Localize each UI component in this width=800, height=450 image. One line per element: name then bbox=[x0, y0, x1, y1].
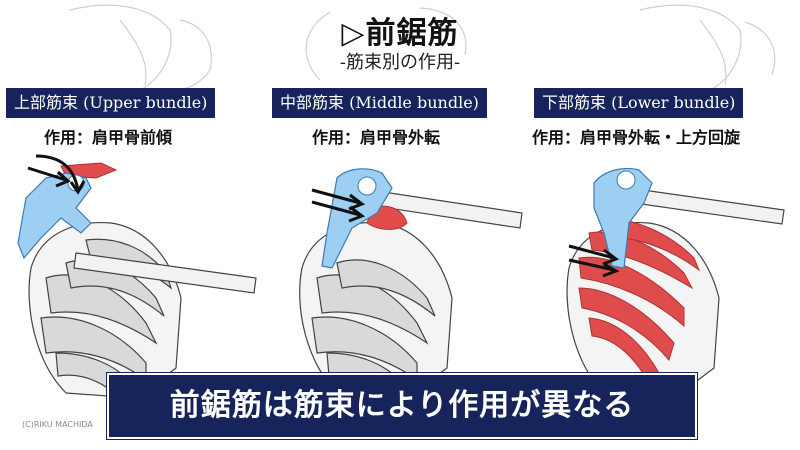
middle-bundle-action: 作用：肩甲骨外転 bbox=[312, 128, 441, 147]
upper-bundle-label: 上部筋束 (Upper bundle) bbox=[6, 88, 216, 118]
copyright-text: (C)RIKU MACHIDA bbox=[22, 420, 93, 429]
lower-bundle-illustration bbox=[566, 167, 785, 399]
middle-bundle-label: 中部筋束 (Middle bundle) bbox=[272, 88, 487, 118]
background-skull-sketches bbox=[69, 4, 776, 93]
page-subtitle: -筋束別の作用- bbox=[339, 52, 461, 73]
upper-bundle-action: 作用：肩甲骨前傾 bbox=[44, 128, 173, 147]
lower-bundle-action: 作用：肩甲骨外転・上方回旋 bbox=[532, 128, 741, 147]
page-title: ▷前鋸筋 bbox=[341, 16, 459, 51]
caption-banner: 前鋸筋は筋束により作用が異なる bbox=[107, 373, 697, 439]
middle-bundle-illustration bbox=[299, 168, 523, 399]
panel-upper-bundle: 上部筋束 (Upper bundle) 作用：肩甲骨前傾 bbox=[6, 88, 262, 448]
panel-middle-bundle: 中部筋束 (Middle bundle) 作用：肩甲骨外転 bbox=[272, 88, 528, 448]
upper-bundle-illustration bbox=[17, 154, 257, 399]
lower-bundle-label: 下部筋束 (Lower bundle) bbox=[534, 88, 744, 118]
panel-lower-bundle: 下部筋束 (Lower bundle) 作用：肩甲骨外転・上方回旋 bbox=[532, 88, 790, 448]
